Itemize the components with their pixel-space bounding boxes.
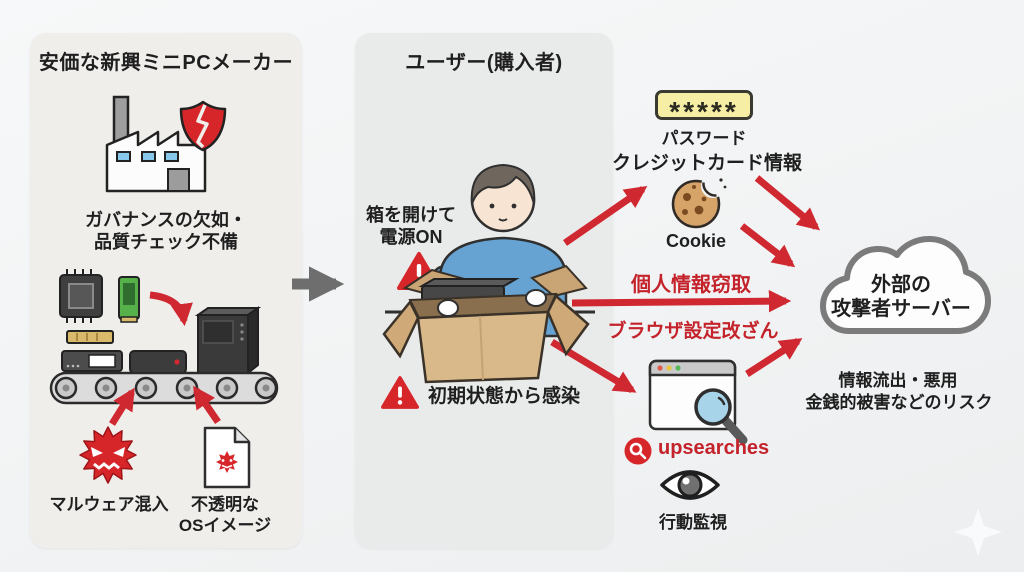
risk-caption-line2: 金銭的被害などのリスク xyxy=(805,393,993,412)
browser-tamper-label: ブラウザ設定改ざん xyxy=(607,321,779,342)
governance-caption-line1: ガバナンスの欠如・ xyxy=(85,210,247,230)
cookie-icon xyxy=(671,174,727,229)
infection-label: 初期状態から感染 xyxy=(428,386,581,407)
assembly-line-scene xyxy=(49,269,279,489)
component-to-tower-arrow xyxy=(149,291,193,327)
upsearches-label: upsearches xyxy=(658,437,770,459)
search-badge-icon xyxy=(624,437,652,465)
monitoring-label: 行動監視 xyxy=(659,513,727,532)
eye-icon xyxy=(660,470,720,500)
mini-pc-icon xyxy=(129,350,187,374)
user-panel-title: ユーザー(購入者) xyxy=(405,52,563,74)
sparkle-icon xyxy=(954,508,1002,556)
warning-icon xyxy=(381,376,419,409)
data-theft-label: 個人情報窃取 xyxy=(631,274,751,296)
broken-shield-icon xyxy=(179,100,227,152)
password-field-icon: ***** xyxy=(655,90,753,126)
virus-icon xyxy=(79,426,137,484)
person-icon xyxy=(382,163,595,384)
cpu-icon xyxy=(59,269,103,323)
malware-to-belt-arrow xyxy=(109,387,135,426)
os-image-label-line2: OSイメージ xyxy=(178,516,272,535)
conveyor-icon xyxy=(49,371,279,405)
cookie-to-cloud-arrow xyxy=(739,223,796,268)
cardboard-box-icon xyxy=(382,264,590,384)
malware-label: マルウェア混入 xyxy=(49,495,169,514)
ram-icon xyxy=(118,276,140,323)
magnifier-icon xyxy=(694,388,748,445)
cloud-title-line1: 外部の xyxy=(871,274,931,296)
cookie-label: Cookie xyxy=(665,231,727,251)
maker-panel-title: 安価な新興ミニPCメーカー xyxy=(38,52,294,74)
credit-card-label: クレジットカード情報 xyxy=(611,153,803,174)
pc-tower-icon xyxy=(194,306,262,376)
open-box-caption-line1: 箱を開けて xyxy=(366,205,456,225)
governance-caption-line2: 品質チェック不備 xyxy=(94,232,238,252)
gold-module-icon xyxy=(66,330,114,344)
ssd-icon xyxy=(61,350,123,372)
cloud-icon xyxy=(820,236,991,334)
open-box-caption-line2: 電源ON xyxy=(379,227,443,247)
os-image-label-line1: 不透明な xyxy=(191,495,259,514)
cloud-title-line2: 攻撃者サーバー xyxy=(831,298,971,320)
password-label: パスワード xyxy=(661,129,747,148)
browser-icon xyxy=(648,359,748,445)
osimage-to-belt-arrow xyxy=(193,385,221,424)
factory-icon xyxy=(105,95,227,193)
risk-caption-line1: 情報流出・悪用 xyxy=(838,371,958,390)
os-file-icon xyxy=(203,426,251,489)
